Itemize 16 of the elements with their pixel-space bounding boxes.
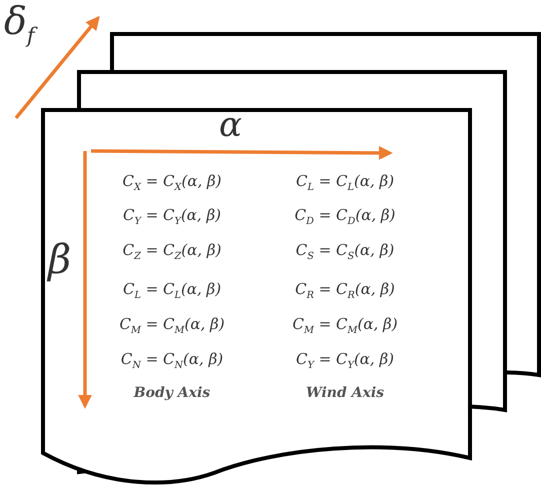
coefficient-formula: C$_{Y}$ = C$_{Y}$(α, β) (296, 350, 394, 373)
coefficient-formula: C$_{L}$ = C$_{L}$(α, β) (122, 280, 222, 303)
axis-caption: Body Axis (134, 384, 210, 402)
coefficient-formula: C$_{Y}$ = C$_{Y}$(α, β) (123, 206, 221, 229)
coefficient-formula: C$_{D}$ = C$_{D}$(α, β) (294, 206, 396, 229)
coefficient-formula: C$_{R}$ = C$_{R}$(α, β) (295, 280, 395, 303)
angle-symbol: α (219, 108, 242, 142)
axis-caption: Wind Axis (306, 384, 384, 402)
coefficient-formula: C$_{M}$ = C$_{M}$(α, β) (292, 315, 398, 338)
coefficient-formula: C$_{Z}$ = C$_{Z}$(α, β) (122, 241, 222, 264)
coefficient-formula: C$_{M}$ = C$_{M}$(α, β) (119, 315, 225, 338)
coefficient-formula: C$_{S}$ = C$_{S}$(α, β) (296, 241, 394, 264)
coefficient-formula: C$_{N}$ = C$_{N}$(α, β) (120, 350, 224, 373)
coefficient-formula: C$_{X}$ = C$_{X}$(α, β) (122, 172, 222, 195)
coefficient-formula: C$_{L}$ = C$_{L}$(α, β) (296, 172, 394, 195)
angle-symbol: β (48, 240, 72, 280)
